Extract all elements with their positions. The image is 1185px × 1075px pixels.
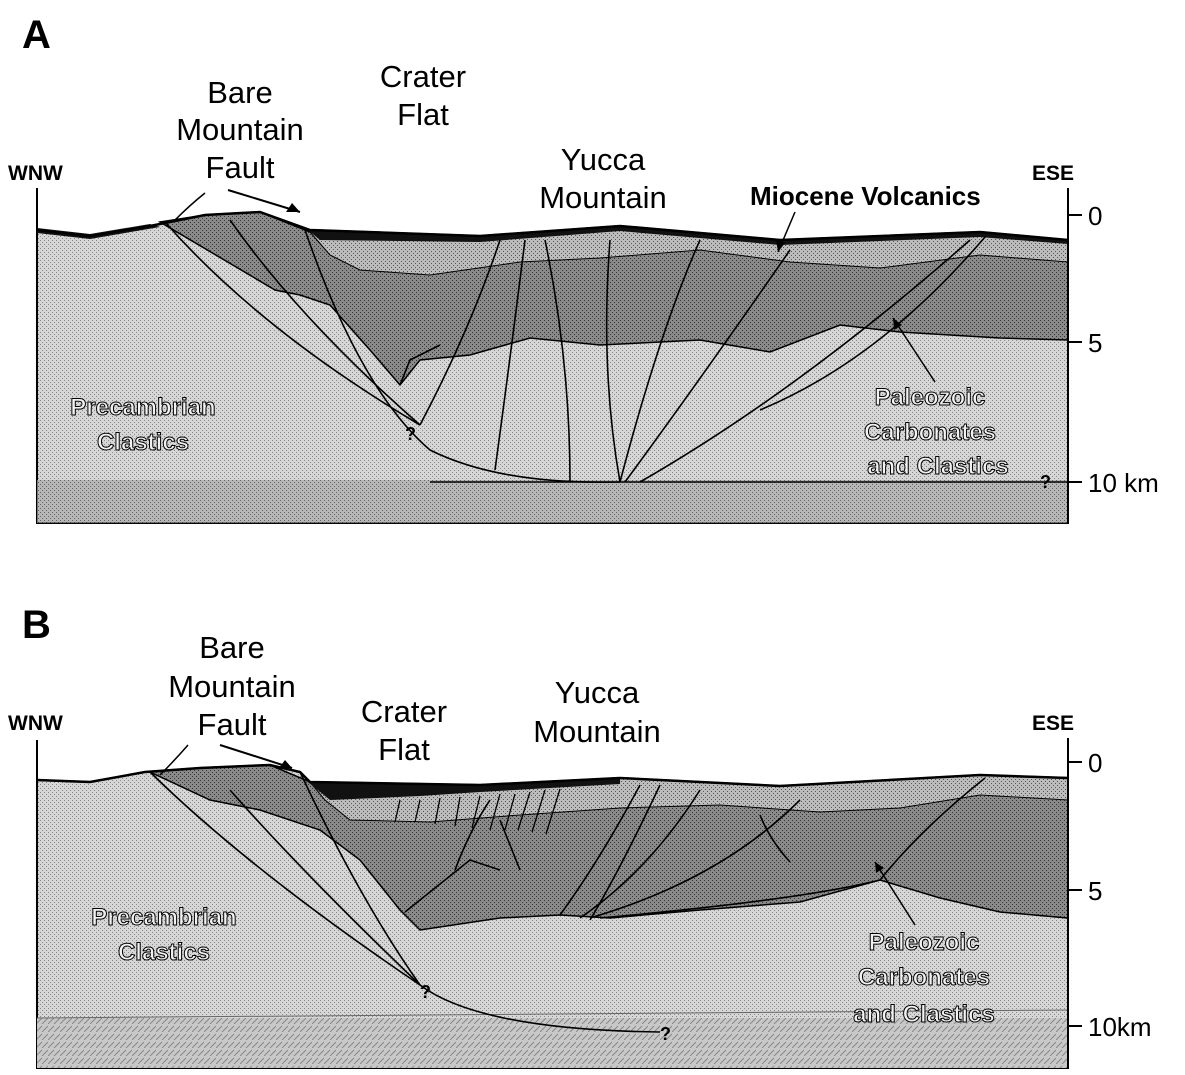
east-label-a: ESE [1032, 162, 1074, 185]
panel-letter-b: B [22, 603, 51, 647]
depth-scale-a [1068, 188, 1082, 523]
bmf-label-a-3: Fault [206, 150, 275, 185]
paleozoic-label-b-3: and Clastics [853, 1001, 994, 1028]
precambrian-label-a-1: Precambrian [70, 394, 215, 421]
scale-a-5: 5 [1088, 328, 1102, 358]
yucca-label-b-1: Yucca [555, 675, 640, 710]
west-label-b: WNW [8, 712, 63, 735]
paleozoic-label-a-1: Paleozoic [875, 384, 986, 411]
panel-b: B Bare Mountain Fault Crater Flat Yucca … [8, 603, 1152, 1068]
paleozoic-label-b-2: Carbonates [858, 964, 990, 991]
yucca-label-b-2: Mountain [533, 714, 661, 749]
scale-b-0: 0 [1088, 748, 1102, 778]
crater-flat-label-a-2: Flat [397, 97, 449, 132]
crater-flat-label-b-2: Flat [378, 732, 430, 767]
bmf-label-a-2: Mountain [176, 112, 304, 147]
depth-scale-b [1068, 738, 1082, 1068]
east-label-b: ESE [1032, 712, 1074, 735]
panel-a: A Bare Mountain Fault Crater Flat Yucca … [8, 13, 1159, 523]
lower-band [37, 480, 1068, 523]
crater-flat-label-a-1: Crater [380, 59, 466, 94]
west-label-a: WNW [8, 162, 63, 185]
paleozoic-label-a-2: Carbonates [864, 419, 996, 446]
bmf-label-b-1: Bare [199, 630, 264, 665]
paleozoic-label-a-3: and Clastics [867, 453, 1008, 480]
bmf-label-b-3: Fault [198, 707, 267, 742]
scale-a-0: 0 [1088, 201, 1102, 231]
precambrian-label-b-2: Clastics [118, 939, 210, 966]
query-a-2: ? [1040, 472, 1051, 492]
miocene-volcanics-label: Miocene Volcanics [750, 181, 981, 211]
scale-a-10: 10 km [1088, 468, 1159, 498]
panel-letter-a: A [22, 13, 51, 57]
bmf-label-a-1: Bare [207, 75, 272, 110]
precambrian-label-a-2: Clastics [97, 429, 189, 456]
yucca-label-a-1: Yucca [561, 142, 646, 177]
crater-flat-label-b-1: Crater [361, 694, 447, 729]
bmf-label-b-2: Mountain [168, 669, 296, 704]
scale-b-10: 10km [1088, 1012, 1152, 1042]
query-a-1: ? [405, 424, 416, 444]
paleozoic-label-b-1: Paleozoic [869, 929, 980, 956]
precambrian-label-b-1: Precambrian [91, 904, 236, 931]
scale-b-5: 5 [1088, 876, 1102, 906]
query-b-1: ? [420, 982, 431, 1002]
query-b-2: ? [660, 1024, 671, 1044]
yucca-label-a-2: Mountain [539, 180, 667, 215]
